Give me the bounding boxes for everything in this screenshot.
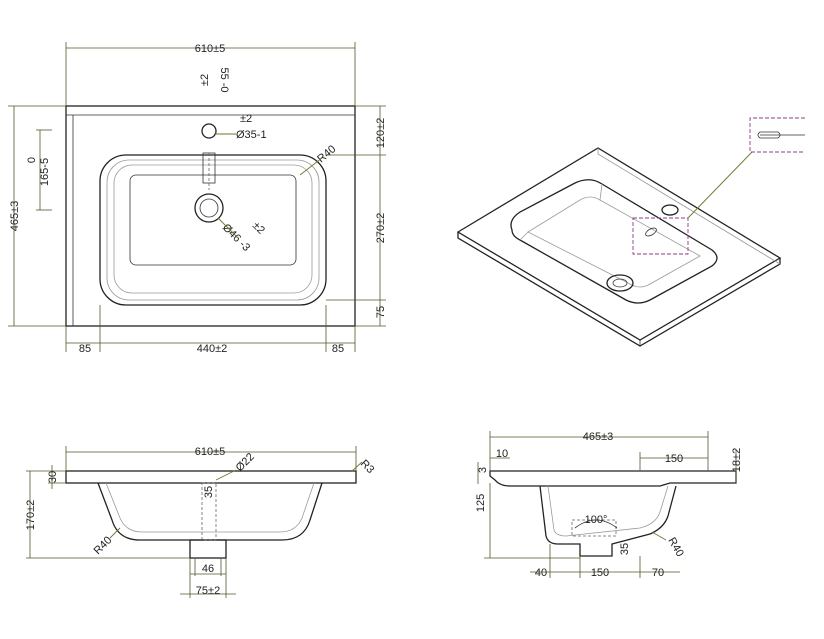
side-bottom-left-label: 40: [535, 567, 547, 579]
front-bowl-radius-label: R40: [92, 534, 115, 557]
iso-tap-hole: [661, 204, 679, 216]
leader-line: [109, 527, 121, 539]
right-dim-bottom-label: 75: [375, 306, 387, 318]
front-section-view: 610±5 170±2 30 Ø22 R3 R40 35 46 75±2: [25, 446, 376, 598]
front-height-label: 170±2: [25, 500, 37, 531]
drain-hole-inner: [199, 198, 219, 218]
side-rim-height-label: 18±2: [731, 448, 743, 472]
basin-inner-outline: [113, 164, 313, 294]
front-bowl-inner: [105, 482, 315, 533]
iso-basin-floor: [527, 196, 701, 288]
iso-basin-wall: [599, 183, 603, 201]
detail-overflow-slot: [757, 131, 781, 139]
iso-drain-inner: [612, 278, 628, 288]
side-angle-label: 100°: [585, 514, 608, 526]
overflow-callout-box: [632, 217, 689, 255]
top-view: 610±5 ±2 55 -0 ±2 Ø35-1 R40 ±2 Ø46 -3 46…: [8, 42, 387, 355]
leader-line: [651, 531, 667, 541]
front-slab: [65, 470, 357, 484]
side-front-edge-label: 10: [496, 448, 508, 460]
top-overall-depth-label: 465±3: [9, 201, 21, 232]
right-dim-mid-label: 270±2: [375, 213, 387, 244]
top-view-slab-outline: [65, 105, 356, 327]
tap-hole: [201, 123, 217, 139]
front-small-label: 35: [203, 486, 215, 498]
bottom-left-label: 85: [79, 343, 91, 355]
detail-callout-box: [749, 117, 805, 153]
front-overall-width-label: 610±5: [195, 446, 226, 458]
leader-line: [217, 217, 239, 239]
callout-leader: [687, 151, 753, 219]
drain-tol-label: ±2: [250, 220, 267, 237]
iso-basin-opening: [510, 179, 718, 304]
basin-outer-outline: [99, 154, 327, 306]
bottom-mid-label: 440±2: [197, 343, 228, 355]
iso-overflow-slot: [645, 227, 657, 237]
drain-hole-outer: [194, 193, 224, 223]
tap-offset-tol-label: ±2: [199, 74, 211, 86]
iso-slab-back-edge: [597, 148, 781, 265]
bowl-radius-label: R40: [315, 143, 338, 165]
left-dim-zero-label: 0: [26, 157, 38, 163]
isometric-view: [456, 117, 805, 347]
front-edge-radius-label: R3: [358, 458, 376, 476]
leader-line: [299, 157, 323, 176]
side-lip-label: 3: [477, 467, 489, 473]
basin-mid-outline: [106, 159, 320, 301]
bottom-right-label: 85: [332, 343, 344, 355]
side-section-view: 465±3 10 150 18±2 3 125 100° 35 R40 40 1…: [475, 431, 743, 579]
side-overall-depth-label: 465±3: [583, 431, 614, 443]
front-thickness-label: 30: [47, 471, 59, 483]
leader-line: [215, 469, 237, 481]
side-bottom-mid-label: 150: [591, 567, 609, 579]
side-bowl-inner: [547, 485, 669, 537]
iso-basin-wall: [519, 231, 529, 241]
tap-hole-tol-label: ±2: [240, 113, 252, 125]
side-radius-label: R40: [665, 536, 685, 559]
side-bowl-outer: [539, 485, 677, 557]
side-bottom-right-label: 70: [652, 567, 664, 579]
right-dim-top-label: 120±2: [375, 118, 387, 149]
front-drain-width-label: 46: [202, 563, 214, 575]
top-overall-width-label: 610±5: [195, 43, 226, 55]
side-angle-arc: [574, 519, 618, 529]
basin-floor-outline: [129, 174, 297, 266]
drain-label: Ø46 -3: [220, 222, 252, 254]
tap-offset-label: 55 -0: [218, 67, 230, 92]
iso-slab-top: [456, 147, 782, 341]
side-outlet-label: 35: [619, 543, 631, 555]
side-slab: [489, 470, 737, 487]
front-outlet-width-label: 75±2: [196, 585, 220, 597]
left-dim-label: 165-5: [39, 158, 51, 186]
iso-drain-outer: [606, 274, 634, 292]
leader-line: [351, 461, 363, 472]
tap-hole-label: Ø35-1: [236, 129, 267, 141]
side-depth-label: 125: [475, 494, 487, 512]
front-overflow-hidden: [201, 482, 217, 541]
front-drain-outlet: [189, 539, 227, 559]
side-deck-label: 150: [665, 453, 683, 465]
iso-slab-edge: [457, 232, 781, 347]
